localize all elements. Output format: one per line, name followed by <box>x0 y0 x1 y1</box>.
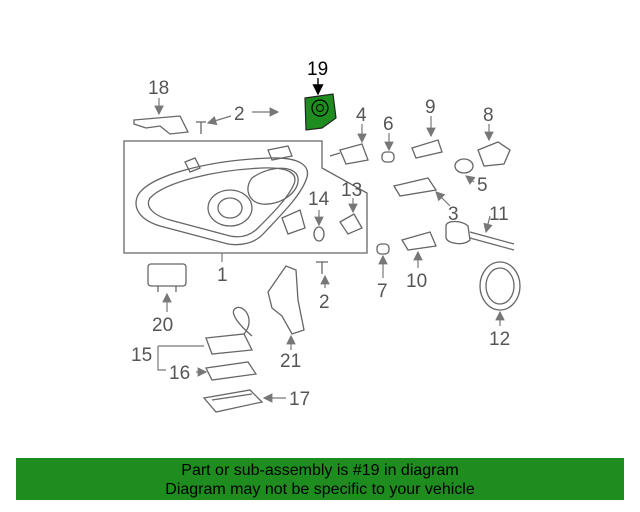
label-2-top: 2 <box>234 104 245 125</box>
part-6-bulb <box>381 151 395 163</box>
part-2-screw-top <box>196 121 206 134</box>
info-banner: Part or sub-assembly is #19 in diagram D… <box>16 458 624 500</box>
label-12: 12 <box>489 329 510 350</box>
label-9: 9 <box>425 97 436 118</box>
label-15: 15 <box>131 345 152 366</box>
part-9-bulb <box>411 139 443 159</box>
label-13: 13 <box>341 180 362 201</box>
label-7: 7 <box>377 281 388 302</box>
part-11-socket-harness <box>445 220 515 251</box>
part-17-ballast <box>202 389 264 413</box>
part-16-cover <box>205 361 258 381</box>
banner-line-2: Diagram may not be specific to your vehi… <box>165 481 475 498</box>
part-12-cap <box>479 261 521 311</box>
part-20-module <box>147 263 187 292</box>
label-5: 5 <box>477 175 488 196</box>
label-3: 3 <box>448 204 459 225</box>
label-21: 21 <box>280 351 301 372</box>
label-11: 11 <box>489 204 509 225</box>
label-6: 6 <box>383 114 394 135</box>
label-4: 4 <box>356 105 367 126</box>
headlamp-assembly <box>123 140 368 254</box>
label-14: 14 <box>308 189 330 210</box>
part-19-highlighted <box>304 93 337 131</box>
label-10: 10 <box>406 271 427 292</box>
part-15-ballast-assembly <box>205 306 254 355</box>
part-18-bracket <box>133 115 189 135</box>
label-1: 1 <box>217 265 228 286</box>
part-21-bracket <box>267 265 305 335</box>
label-8: 8 <box>483 105 494 126</box>
banner-line-1: Part or sub-assembly is #19 in diagram <box>181 462 459 479</box>
part-7-bulb <box>376 243 390 255</box>
part-3-bulb <box>392 177 438 197</box>
part-2-screw-bottom <box>316 261 328 274</box>
part-5-bulb <box>454 158 474 174</box>
part-10-bulb <box>401 231 437 251</box>
label-16: 16 <box>169 363 190 384</box>
label-17: 17 <box>289 389 310 410</box>
label-20: 20 <box>152 315 173 336</box>
part-14-ring <box>313 226 325 242</box>
part-13-bulb <box>339 213 363 235</box>
label-18: 18 <box>148 78 169 99</box>
label-2-bottom: 2 <box>319 292 330 313</box>
label-19: 19 <box>307 59 328 80</box>
part-4-bulb <box>329 143 369 165</box>
part-8-socket <box>477 141 511 167</box>
